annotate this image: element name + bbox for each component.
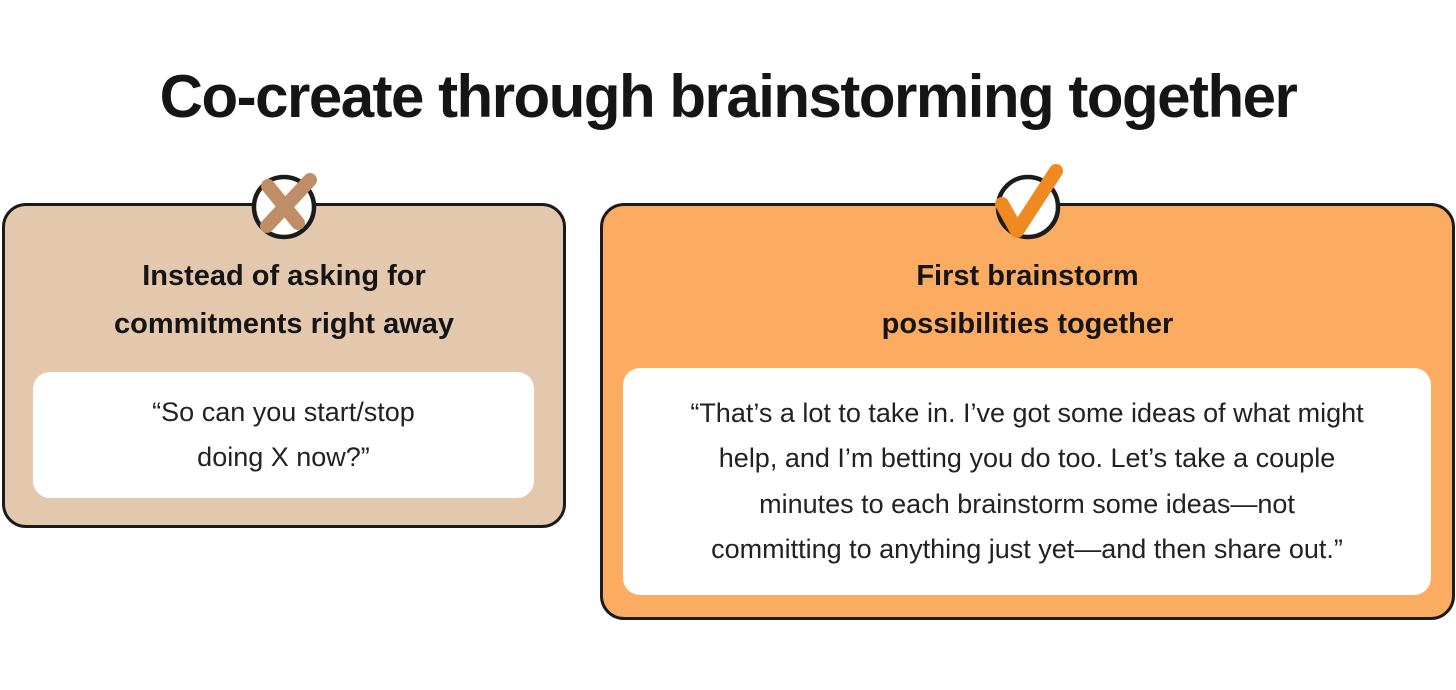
dont-card-heading: Instead of asking for commitments right … [5,252,563,348]
do-quote-text: “That’s a lot to take in. I’ve got some … [690,391,1363,573]
quote-line: committing to anything just yet—and then… [711,534,1343,564]
page-title: Co-create through brainstorming together [159,63,1298,130]
dont-quote-text: “So can you start/stop doing X now?” [152,390,415,481]
do-card: First brainstorm possibilities together … [600,164,1455,620]
heading-line: Instead of asking for [142,260,426,292]
do-card-heading: First brainstorm possibilities together [603,252,1452,348]
quote-line: minutes to each brainstorm some ideas—no… [759,488,1295,519]
quote-line: doing X now?” [197,442,370,472]
heading-line: First brainstorm [916,260,1139,292]
dont-quote-box: “So can you start/stop doing X now?” [33,372,534,498]
quote-line: help, and I’m betting you do too. Let’s … [718,443,1336,473]
quote-line: “So can you start/stop [152,396,415,427]
do-quote-box: “That’s a lot to take in. I’ve got some … [623,368,1431,595]
quote-line: “That’s a lot to take in. I’ve got some … [690,397,1364,428]
check-mark-icon [980,159,1076,255]
heading-line: commitments right away [113,308,455,340]
x-mark-icon [236,159,332,255]
heading-line: possibilities together [881,308,1174,340]
dont-card: Instead of asking for commitments right … [2,173,566,528]
